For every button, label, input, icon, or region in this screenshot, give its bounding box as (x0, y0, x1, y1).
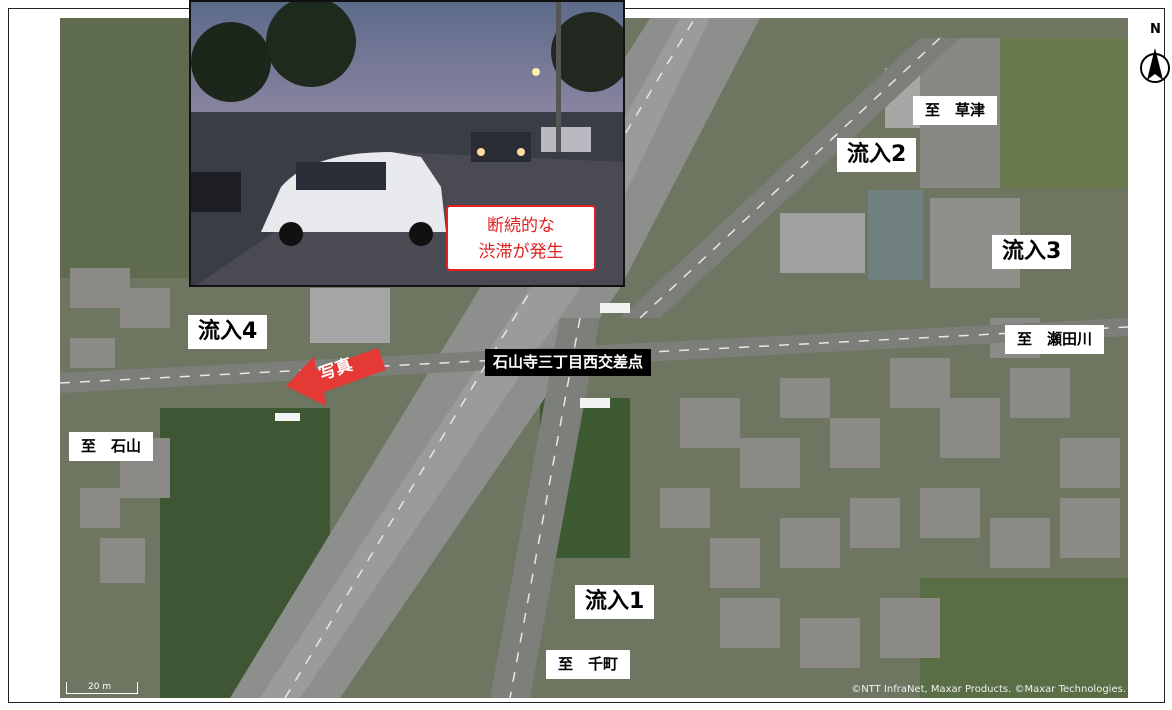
inflow-1-label: 流入1 (575, 585, 655, 619)
inflow-4-label: 流入4 (188, 315, 268, 349)
destination-sencho: 至 千町 (546, 650, 631, 679)
photo-direction-arrow (286, 348, 386, 406)
destination-ishiyama: 至 石山 (69, 432, 154, 461)
inflow-3-label: 流入3 (992, 235, 1072, 269)
scale-label: 20 m (88, 682, 112, 692)
destination-setagawa: 至 瀬田川 (1005, 325, 1105, 354)
callout-line1: 断続的な (487, 216, 555, 236)
scale-bar (66, 682, 138, 694)
congestion-callout: 断続的な 渋滞が発生 (446, 205, 596, 271)
destination-kusatsu: 至 草津 (913, 96, 998, 125)
compass-n-label: N (1150, 22, 1161, 37)
intersection-label: 石山寺三丁目西交差点 (485, 349, 652, 376)
copyright-text: ©NTT InfraNet, Maxar Products. ©Maxar Te… (851, 684, 1126, 695)
north-arrow-icon (1140, 48, 1170, 83)
inflow-2-label: 流入2 (837, 138, 917, 172)
callout-line2: 渋滞が発生 (478, 242, 564, 262)
